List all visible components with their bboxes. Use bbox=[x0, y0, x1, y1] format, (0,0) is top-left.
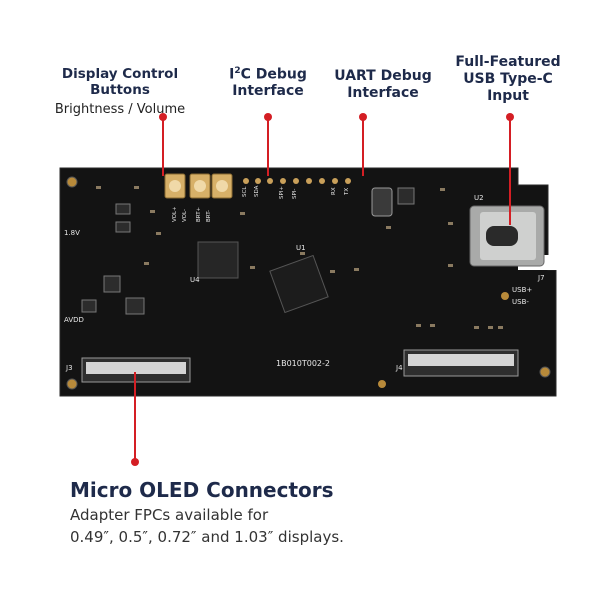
fpc-j3-contacts bbox=[86, 362, 186, 374]
silk-btn-vol-minus: VOL- bbox=[182, 209, 188, 222]
uart-callout: UART Debug Interface bbox=[323, 68, 443, 102]
silk-voltage: 1.8V bbox=[64, 229, 80, 237]
oled-callout-title: Micro OLED Connectors bbox=[70, 478, 334, 502]
silk-j3: J3 bbox=[65, 364, 73, 372]
chip-u9 bbox=[397, 187, 415, 205]
chip-small-4 bbox=[125, 297, 145, 315]
silk-pin-rx: RX bbox=[331, 187, 337, 195]
silk-pin-sda: SDA bbox=[254, 185, 260, 197]
silk-pin-tx: TX bbox=[344, 188, 350, 196]
silk-u2: U2 bbox=[474, 194, 484, 202]
usb-callout: Full-Featured USB Type-C Input bbox=[448, 54, 568, 104]
silk-u4: U4 bbox=[190, 276, 200, 284]
silk-btn-brt-plus: BRT+ bbox=[196, 206, 202, 222]
uart-callout-line2: Interface bbox=[347, 84, 419, 101]
silk-btn-vol-plus: VOL+ bbox=[172, 206, 178, 222]
chip-small-1 bbox=[115, 203, 131, 215]
fpc-j4-contacts bbox=[408, 354, 514, 366]
usb-c-port bbox=[486, 226, 518, 246]
mount-hole-r2 bbox=[501, 292, 509, 300]
usb-callout-line1: Full-Featured bbox=[455, 54, 561, 70]
silk-pin-spi-minus: SPI- bbox=[292, 189, 298, 199]
buttons-callout-subtitle: Brightness / Volume bbox=[54, 102, 186, 118]
mount-hole-bl bbox=[66, 378, 78, 390]
usb-callout-line2: USB Type-C bbox=[463, 70, 553, 87]
silk-u1: U1 bbox=[296, 244, 306, 252]
silk-usb-plus: USB+ bbox=[512, 286, 532, 294]
chip-u1 bbox=[269, 254, 329, 314]
control-buttons bbox=[164, 173, 233, 199]
chip-u4 bbox=[197, 241, 239, 279]
buttons-callout: Display Control Buttons Brightness / Vol… bbox=[30, 66, 210, 118]
silk-avdd: AVDD bbox=[64, 316, 84, 324]
usb-callout-line3: Input bbox=[487, 87, 529, 104]
silk-j7: J7 bbox=[537, 274, 545, 282]
chip-small-3 bbox=[103, 275, 121, 293]
callout-dot-oled bbox=[131, 458, 139, 466]
silk-usb-minus: USB- bbox=[512, 298, 529, 306]
oled-callout-line1: Adapter FPCs available for bbox=[70, 506, 269, 524]
mount-hole-b bbox=[378, 380, 386, 388]
mount-hole-tl bbox=[66, 176, 78, 188]
buttons-callout-title: Display Control Buttons bbox=[61, 66, 179, 99]
silk-pin-spi-plus: SPI+ bbox=[279, 186, 285, 199]
silk-j4: J4 bbox=[395, 364, 403, 372]
header-pads bbox=[243, 178, 351, 184]
crystal bbox=[371, 187, 393, 217]
uart-callout-title: UART Debug bbox=[334, 68, 432, 84]
oled-callout-line2: 0.49″, 0.5″, 0.72″ and 1.03″ displays. bbox=[70, 528, 344, 546]
callout-dot-usb bbox=[506, 113, 514, 121]
oled-callout: Micro OLED Connectors Adapter FPCs avail… bbox=[70, 478, 344, 546]
chip-small-5 bbox=[81, 299, 97, 313]
callout-dot-i2c bbox=[264, 113, 272, 121]
i2c-callout-title: I2C Debug bbox=[229, 66, 307, 83]
silk-pin-scl: SCL bbox=[242, 186, 248, 197]
callout-dot-buttons bbox=[159, 113, 167, 121]
i2c-callout-line2: Interface bbox=[232, 83, 304, 100]
mount-hole-r1 bbox=[539, 366, 551, 378]
i2c-callout: I2C Debug Interface bbox=[228, 66, 308, 100]
silk-part-number: 1B010T002-2 bbox=[276, 359, 330, 368]
chip-small-2 bbox=[115, 221, 131, 233]
callout-dot-uart bbox=[359, 113, 367, 121]
silk-btn-brt-minus: BRT- bbox=[206, 210, 212, 222]
